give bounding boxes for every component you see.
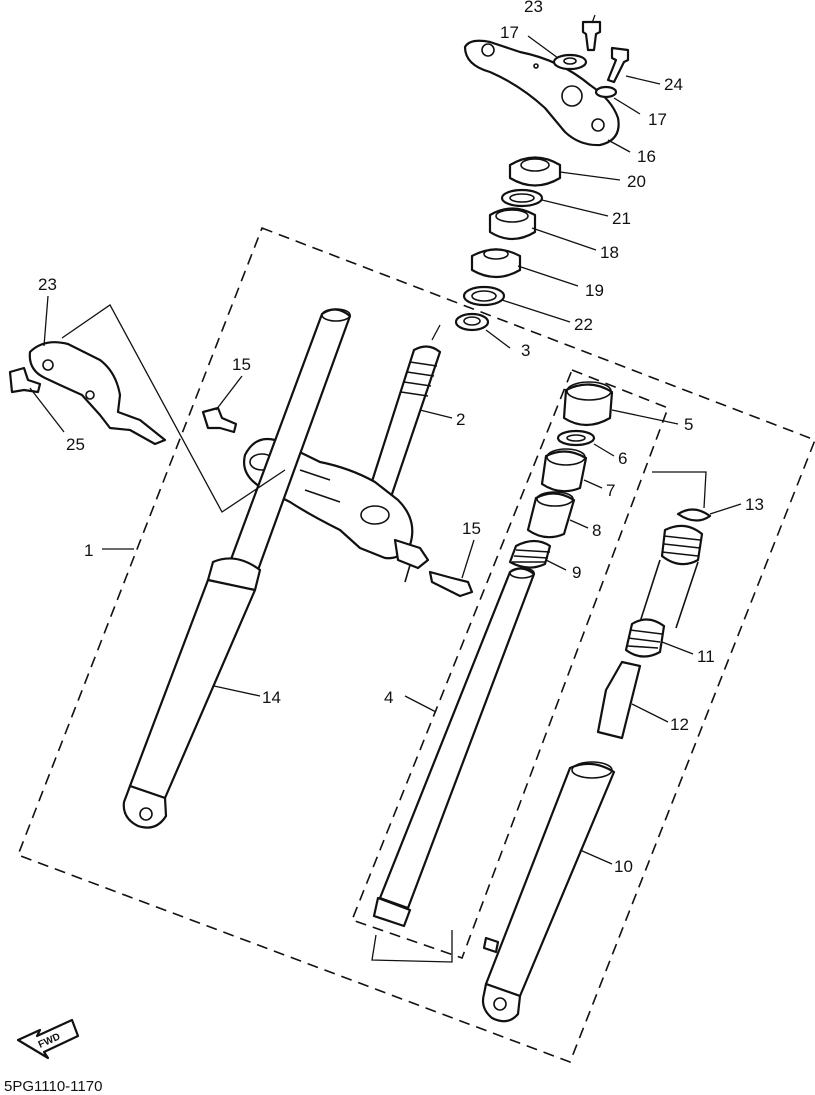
- callout-12: 12: [670, 715, 689, 734]
- callout-17-right: 24: [664, 75, 683, 94]
- callout-16: 16: [637, 147, 656, 166]
- outer-tube-10-drain-stub: [482, 936, 500, 954]
- callout-19: 17: [648, 110, 667, 129]
- washer-18: [552, 53, 588, 71]
- fwd-arrow-icon: [16, 1018, 80, 1060]
- cap-13: [676, 508, 712, 522]
- bolt-15-right: [428, 570, 474, 598]
- callout-13: 13: [745, 495, 764, 514]
- steering-head-parts: [454, 156, 562, 332]
- bolt-15-left: [201, 406, 238, 434]
- right-outer-tube-group: [481, 508, 712, 1023]
- callout-17-top: 23: [524, 0, 543, 16]
- race-21: [470, 248, 522, 279]
- inner-tube-4-base: [372, 896, 412, 928]
- callout-25: 25: [66, 435, 85, 454]
- callout-2: 2: [456, 410, 465, 429]
- bolt-25: [8, 366, 42, 394]
- callout-20: 18: [600, 243, 619, 262]
- callout-23-lower: 22: [574, 315, 593, 334]
- outer-tube-10-lug: [481, 982, 522, 1023]
- steering-stem-2: [366, 345, 442, 502]
- washer-19: [594, 85, 618, 99]
- callout-21: 19: [585, 281, 604, 300]
- callout-24: 23: [38, 275, 57, 294]
- headlight-bracket-group: [8, 341, 167, 446]
- left-axle-lug: [122, 784, 168, 829]
- upper-bracket: [463, 39, 620, 147]
- clip-6: [556, 429, 596, 447]
- leader-lines: [29, 14, 742, 963]
- callout-10: 10: [614, 857, 633, 876]
- race-20: [488, 207, 537, 241]
- bolt-17-top: [581, 20, 602, 52]
- upper-bracket-group: [463, 20, 630, 147]
- drawing-code: 5PG1110-1170: [4, 1078, 102, 1095]
- bracket-24: [28, 341, 167, 446]
- fwd-direction-arrow: FWD: [16, 1018, 80, 1060]
- callout-1: 1: [84, 541, 93, 560]
- callout-22: 20: [627, 172, 646, 191]
- callout-4: 4: [384, 688, 393, 707]
- oil-seal-cap-5: [562, 383, 614, 427]
- callout-9: 9: [572, 563, 581, 582]
- callout-11: 11: [697, 647, 715, 666]
- right-fork-internals: [372, 381, 614, 928]
- spring-11-body: [639, 559, 699, 629]
- outer-tube-10: [484, 762, 616, 998]
- bolt-17-right: [606, 46, 630, 84]
- brake-hose-clamp: [393, 538, 430, 570]
- callout-5: 5: [684, 415, 693, 434]
- bushing-7: [540, 450, 588, 493]
- left-fork-leg: [122, 308, 352, 829]
- bearing-23-upper: [500, 188, 544, 208]
- callout-3: 3: [521, 341, 530, 360]
- bearing-23-lower: [462, 285, 506, 307]
- left-outer-tube-14: [128, 578, 257, 800]
- callout-labels: 23 17 24 17 16 20 21 18 19 22 3 2 5 6 7 …: [38, 0, 764, 876]
- spring-9: [508, 539, 552, 569]
- assembly-4-boundary: [350, 368, 670, 960]
- assembly-1-boundary: [16, 226, 815, 1064]
- callout-15-right: 15: [462, 519, 481, 538]
- inner-tube-4: [378, 567, 536, 910]
- callout-18: 17: [500, 23, 519, 42]
- callout-14: 14: [262, 688, 281, 707]
- callout-23-upper: 21: [612, 209, 631, 228]
- callout-6: 6: [618, 449, 627, 468]
- piston-12: [596, 660, 642, 740]
- callout-7: 7: [606, 481, 615, 500]
- bushing-8: [526, 492, 576, 539]
- callout-8: 8: [592, 521, 601, 540]
- left-inner-tube: [228, 308, 352, 572]
- seal-3: [454, 312, 490, 332]
- callout-15-left: 15: [232, 355, 251, 374]
